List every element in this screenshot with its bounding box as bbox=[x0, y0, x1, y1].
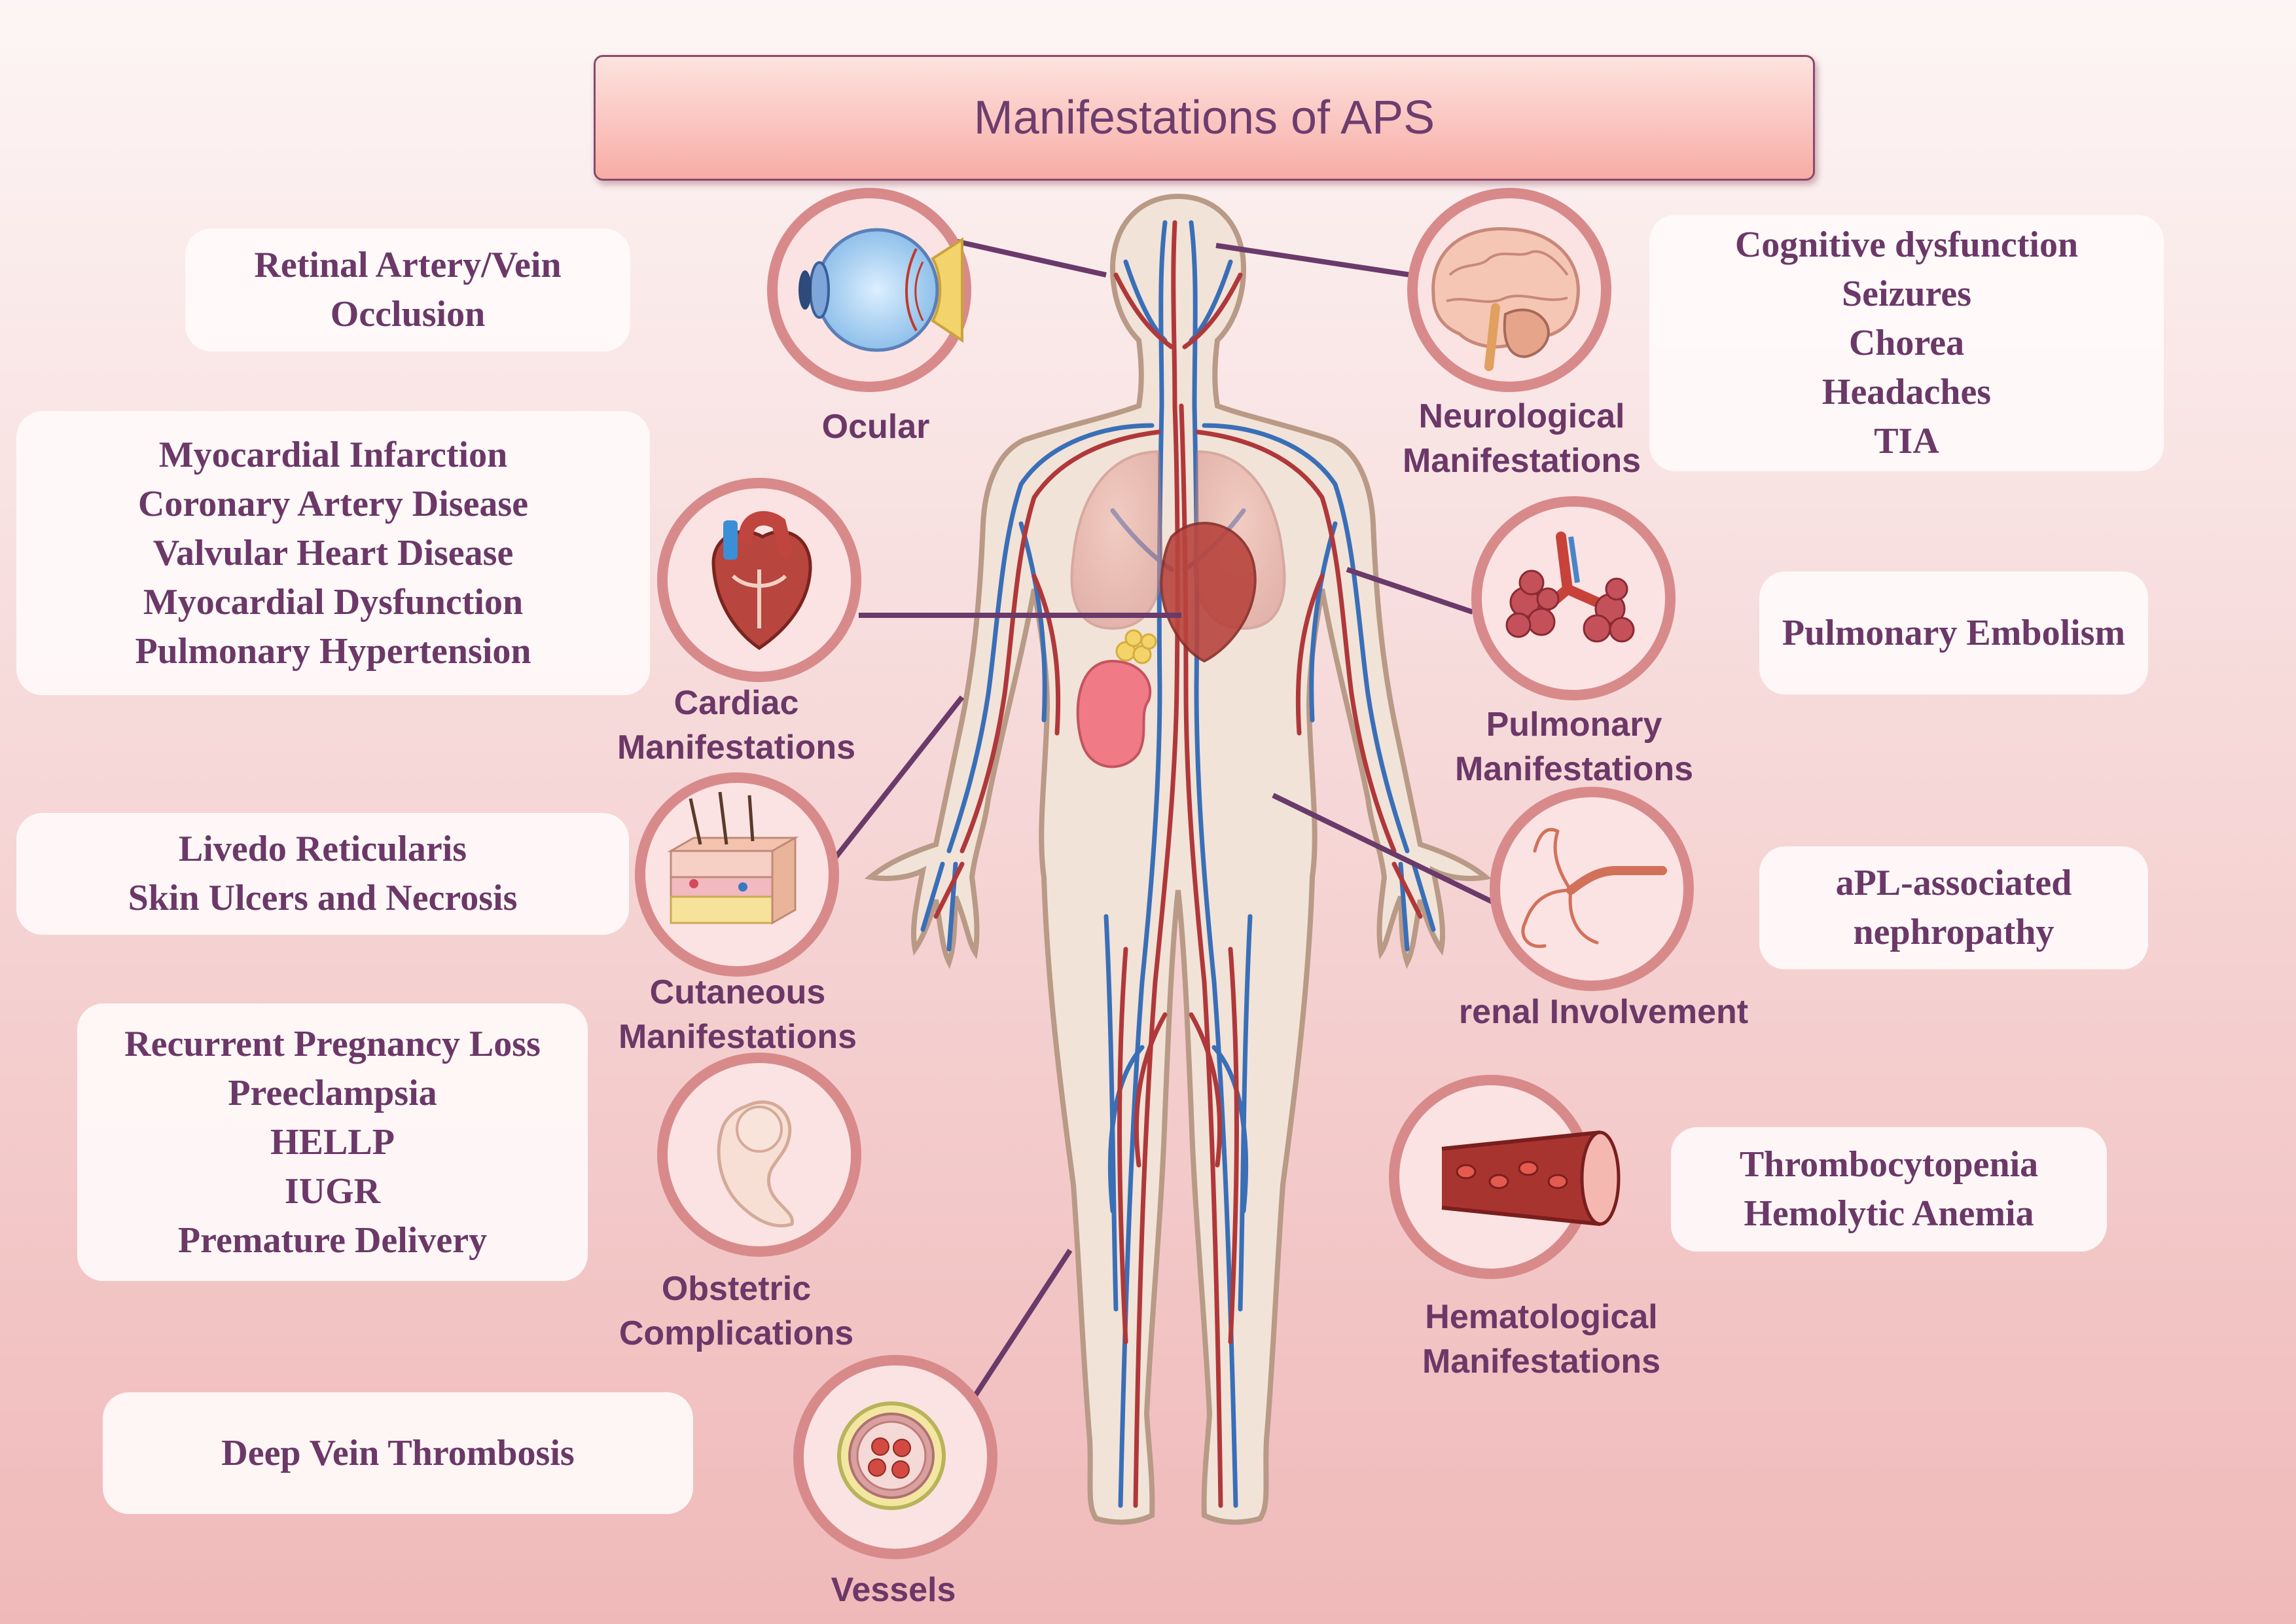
caption-line: Cardiac bbox=[673, 684, 799, 722]
caption-line: Obstetric bbox=[661, 1270, 812, 1308]
pulmonary-circle bbox=[1471, 496, 1676, 700]
detail-item: Preeclampsia bbox=[228, 1072, 437, 1113]
caption-cardiac: Cardiac Manifestations bbox=[599, 681, 874, 770]
connector-renal bbox=[1272, 793, 1503, 909]
detail-item: Livedo Reticularis bbox=[178, 829, 467, 869]
caption-line: Pulmonary bbox=[1486, 706, 1662, 744]
fetus-icon bbox=[717, 1100, 794, 1228]
connector-ocular bbox=[954, 238, 1107, 278]
vessels-circle bbox=[793, 1355, 997, 1559]
detail-item: Occlusion bbox=[330, 294, 486, 334]
blood-vessel-icon bbox=[1441, 1130, 1621, 1226]
details-neurological: Cognitive dysfunction Seizures Chorea He… bbox=[1649, 215, 2164, 471]
caption-line: Manifestations bbox=[1402, 442, 1641, 480]
detail-item: Coronary Artery Disease bbox=[137, 483, 529, 524]
obstetric-circle bbox=[657, 1053, 861, 1257]
detail-item: Deep Vein Thrombosis bbox=[221, 1432, 575, 1473]
caption-line: Complications bbox=[619, 1314, 854, 1352]
caption-obstetric: Obstetric Complications bbox=[599, 1267, 874, 1356]
caption-ocular: Ocular bbox=[810, 405, 941, 449]
caption-line: Manifestations bbox=[1454, 750, 1694, 788]
kidney-organ bbox=[1076, 659, 1152, 768]
skin-icon bbox=[667, 791, 799, 925]
heart-icon bbox=[711, 511, 812, 651]
caption-cutaneous: Cutaneous Manifestations bbox=[600, 970, 875, 1059]
caption-hematological: Hematological Manifestations bbox=[1401, 1295, 1682, 1384]
cutaneous-circle bbox=[635, 772, 839, 977]
detail-item: Myocardial Dysfunction bbox=[143, 581, 524, 623]
caption-line: Neurological bbox=[1418, 397, 1625, 435]
details-cardiac: Myocardial Infarction Coronary Artery Di… bbox=[16, 411, 650, 695]
details-obstetric: Recurrent Pregnancy Loss Preeclampsia HE… bbox=[77, 1003, 588, 1281]
renal-circle bbox=[1490, 787, 1694, 991]
detail-item: Thrombocytopenia bbox=[1739, 1144, 2039, 1185]
eye-icon bbox=[798, 228, 963, 352]
kidney-vessel-icon bbox=[1521, 827, 1667, 948]
detail-item: Valvular Heart Disease bbox=[152, 532, 514, 573]
cardiac-circle bbox=[657, 478, 861, 682]
detail-item: Pulmonary Embolism bbox=[1782, 612, 2126, 653]
caption-line: Cutaneous bbox=[649, 973, 826, 1011]
detail-item: Myocardial Infarction bbox=[158, 434, 508, 475]
caption-renal: renal Involvement bbox=[1437, 990, 1770, 1034]
heart-organ bbox=[1160, 522, 1257, 663]
ocular-circle bbox=[767, 188, 971, 392]
connector-vessels bbox=[971, 1248, 1073, 1399]
arteries bbox=[933, 220, 1423, 1508]
details-hematological: Thrombocytopenia Hemolytic Anemia bbox=[1671, 1127, 2107, 1252]
caption-pulmonary: Pulmonary Manifestations bbox=[1437, 702, 1712, 791]
detail-item: Recurrent Pregnancy Loss bbox=[124, 1023, 541, 1064]
details-renal: aPL-associated nephropathy bbox=[1759, 846, 2148, 969]
detail-item: Premature Delivery bbox=[177, 1219, 488, 1261]
neurological-circle bbox=[1407, 188, 1611, 392]
detail-item: Pulmonary Hypertension bbox=[135, 630, 531, 672]
caption-line: Hematological bbox=[1425, 1298, 1658, 1336]
details-ocular: Retinal Artery/Vein Occlusion bbox=[185, 228, 630, 352]
detail-item: HELLP bbox=[270, 1121, 395, 1163]
caption-line: Ocular bbox=[821, 408, 930, 446]
brain-icon bbox=[1431, 227, 1580, 371]
details-pulmonary: Pulmonary Embolism bbox=[1759, 571, 2148, 695]
detail-item: Retinal Artery/Vein bbox=[254, 245, 562, 285]
human-body-illustration bbox=[864, 193, 1492, 1525]
detail-item: TIA bbox=[1874, 420, 1939, 461]
caption-vessels: Vessels bbox=[802, 1568, 985, 1612]
detail-item: Hemolytic Anemia bbox=[1744, 1193, 2034, 1234]
connector-cutaneous bbox=[832, 695, 965, 861]
page-title: Manifestations of APS bbox=[594, 55, 1815, 181]
connector-lines bbox=[832, 238, 1503, 1399]
details-vessels: Deep Vein Thrombosis bbox=[103, 1392, 693, 1514]
detail-item: IUGR bbox=[284, 1170, 381, 1212]
hematological-circle bbox=[1389, 1075, 1621, 1279]
caption-line: Vessels bbox=[831, 1571, 956, 1609]
detail-item: Headaches bbox=[1821, 371, 1992, 412]
detail-item: aPL-associated bbox=[1835, 863, 2072, 903]
detail-item: Seizures bbox=[1841, 273, 1972, 314]
caption-line: Manifestations bbox=[618, 1018, 857, 1056]
caption-line: Manifestations bbox=[1422, 1343, 1661, 1380]
detail-item: Cognitive dysfunction bbox=[1734, 224, 2079, 265]
detail-item: nephropathy bbox=[1853, 912, 2054, 952]
connector-pulmonary bbox=[1346, 567, 1474, 615]
caption-line: renal Involvement bbox=[1458, 993, 1749, 1031]
details-cutaneous: Livedo Reticularis Skin Ulcers and Necro… bbox=[16, 813, 629, 935]
detail-item: Chorea bbox=[1848, 322, 1965, 363]
adrenal-fat bbox=[1115, 629, 1157, 664]
caption-neurological: Neurological Manifestations bbox=[1381, 394, 1662, 483]
vessel-cross-section-icon bbox=[837, 1401, 946, 1510]
connector-neurological bbox=[1215, 243, 1411, 278]
caption-line: Manifestations bbox=[617, 729, 856, 767]
detail-item: Skin Ulcers and Necrosis bbox=[128, 878, 518, 918]
lungs-icon bbox=[1505, 532, 1635, 643]
